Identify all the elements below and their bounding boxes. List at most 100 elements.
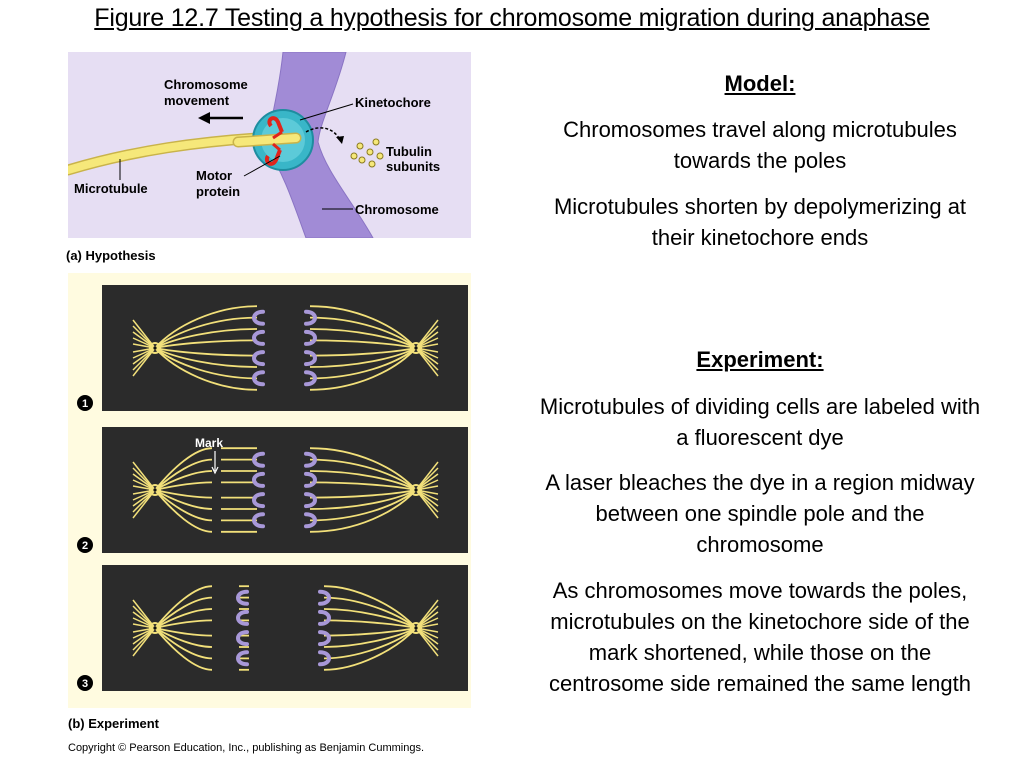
- experiment-paragraph-1: Microtubules of dividing cells are label…: [539, 394, 981, 450]
- tubulin-dots: [350, 138, 384, 168]
- chromosome-right: [304, 370, 317, 387]
- aster-ray: [132, 627, 156, 639]
- microtubule-fiber: [309, 447, 417, 491]
- microtubule-fiber: [154, 347, 258, 380]
- aster-ray: [132, 347, 156, 359]
- chromosome-left: [236, 630, 249, 647]
- chromosome-right: [304, 471, 317, 488]
- microtubule-fiber: [309, 489, 417, 499]
- microtubule-fiber: [154, 627, 213, 671]
- chromosome-right: [304, 329, 317, 346]
- microtubule-fiber: [154, 339, 258, 349]
- cell-box: [102, 565, 468, 691]
- microtubule-fiber: [323, 627, 417, 671]
- microtubule-fiber: [323, 627, 417, 637]
- microtubule-fiber: [309, 347, 417, 380]
- aster-ray: [132, 485, 156, 491]
- microtubule-fiber: [154, 585, 213, 629]
- microtubule-fiber: [154, 347, 258, 368]
- microtubule-fiber: [154, 305, 258, 349]
- experiment-step-3: 3: [77, 565, 468, 691]
- microtubule-fiber: [323, 619, 417, 629]
- page-title: Figure 12.7 Testing a hypothesis for chr…: [94, 4, 930, 32]
- model-paragraph-1: Chromosomes travel along microtubules to…: [563, 117, 957, 173]
- microtubule-fiber: [309, 489, 417, 533]
- centrosome: [149, 484, 161, 496]
- step-number: 1: [82, 398, 88, 410]
- label-chromosome: Chromosome: [355, 202, 439, 217]
- microtubule-fiber: [309, 347, 417, 368]
- chromosome-right: [318, 630, 331, 647]
- centrosome-center: [153, 626, 157, 630]
- aster-ray: [415, 343, 439, 349]
- chromosome-left: [236, 650, 249, 667]
- aster-ray: [415, 627, 439, 639]
- microtubule-fiber: [323, 585, 417, 629]
- chromosome-left: [252, 329, 265, 346]
- chromosome-right: [318, 609, 331, 626]
- mark-label: Mark: [195, 436, 223, 450]
- caption-hypothesis: (a) Hypothesis: [66, 248, 156, 263]
- microtubule-fiber: [154, 447, 213, 491]
- microtubule-fiber: [323, 608, 417, 629]
- chromosome-right: [304, 451, 317, 468]
- microtubule-fiber: [154, 347, 258, 357]
- aster-ray: [415, 623, 439, 629]
- cell-box: [102, 427, 468, 553]
- chromosome-right: [304, 512, 317, 529]
- centrosome-center: [414, 346, 418, 350]
- aster-ray: [132, 623, 156, 629]
- aster-ray: [415, 337, 439, 349]
- microtubule-fiber: [309, 305, 417, 349]
- chromosome-left: [236, 609, 249, 626]
- microtubule-fiber: [154, 458, 213, 491]
- chromosome-left: [252, 350, 265, 367]
- chromosome-right: [318, 589, 331, 606]
- microtubule-fiber: [309, 489, 417, 522]
- aster-ray: [415, 617, 439, 629]
- mark-arrowhead: [211, 466, 219, 475]
- chromosome-right: [304, 309, 317, 326]
- aster-ray: [415, 347, 439, 359]
- aster-ray: [132, 479, 156, 491]
- experiment-paragraph-3: As chromosomes move towards the poles, m…: [549, 578, 971, 696]
- experiment-paragraph-2: A laser bleaches the dye in a region mid…: [545, 470, 975, 557]
- model-paragraph-2: Microtubules shorten by depolymerizing a…: [553, 194, 967, 250]
- centrosome: [149, 342, 161, 354]
- microtubule-fiber: [309, 470, 417, 491]
- label-motor-protein-1: Motor: [196, 168, 232, 183]
- centrosome-center: [153, 488, 157, 492]
- chromosome-left: [236, 589, 249, 606]
- microtubule-fiber: [154, 596, 213, 629]
- aster-ray: [415, 485, 439, 491]
- microtubule-fiber: [154, 627, 213, 660]
- label-chromosome-movement-2: movement: [164, 93, 230, 108]
- hypothesis-diagram: Chromosome movement Kinetochore Tubulin …: [68, 52, 471, 238]
- cell-box: [102, 285, 468, 411]
- caption-experiment: (b) Experiment: [68, 716, 160, 731]
- aster-ray: [415, 489, 439, 501]
- step-number-badge: [77, 675, 93, 691]
- aster-ray: [415, 489, 439, 495]
- microtubule-fiber: [309, 489, 417, 510]
- label-chromosome-movement-1: Chromosome: [164, 77, 248, 92]
- microtubule-fiber: [309, 316, 417, 349]
- microtubule-fiber: [309, 347, 417, 391]
- experiment-heading: Experiment:: [696, 347, 824, 372]
- aster-ray: [132, 489, 156, 501]
- chromosome-right: [304, 492, 317, 509]
- centrosome-center: [153, 346, 157, 350]
- label-kinetochore: Kinetochore: [355, 95, 431, 110]
- microtubule-fiber: [309, 339, 417, 349]
- chromosome-right: [318, 650, 331, 667]
- centrosome: [149, 622, 161, 634]
- microtubule-fiber: [154, 347, 258, 391]
- chromosome-left: [252, 370, 265, 387]
- microtubule-fiber: [309, 347, 417, 357]
- microtubule-fiber: [323, 627, 417, 660]
- centrosome: [410, 342, 422, 354]
- microtubule-fiber: [309, 481, 417, 491]
- step-number-badge: [77, 395, 93, 411]
